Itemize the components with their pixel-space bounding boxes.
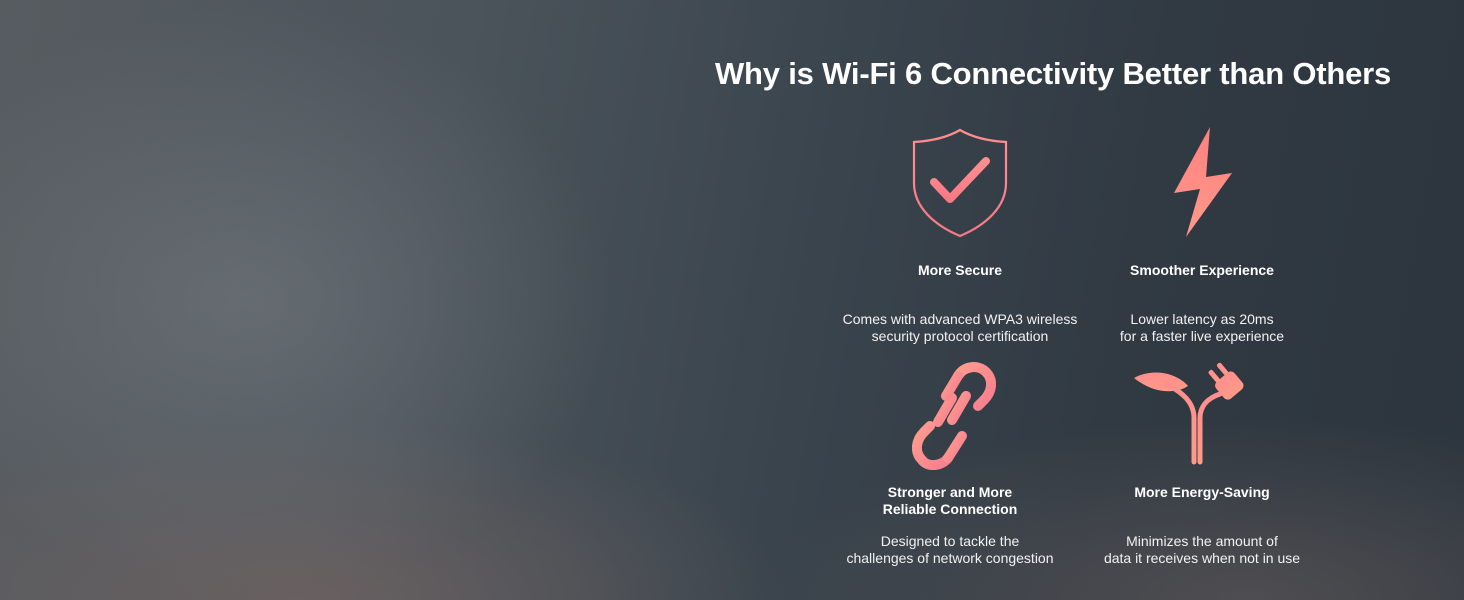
feature-smoother-experience: Smoother Experience Lower latency as 20m… xyxy=(1072,125,1332,350)
feature-title: More Secure xyxy=(917,262,1003,278)
feature-reliable-connection: Stronger and More Reliable Connection De… xyxy=(820,360,1080,585)
leaf-plug-icon xyxy=(1134,362,1244,465)
chain-link-icon xyxy=(912,362,996,470)
feature-more-secure: More Secure Comes with advanced WPA3 wir… xyxy=(830,125,1090,350)
feature-title: Smoother Experience xyxy=(1130,262,1274,278)
feature-title: More Energy-Saving xyxy=(1134,484,1270,500)
feature-energy-saving: More Energy-Saving Minimizes the amount … xyxy=(1072,360,1332,585)
shield-check-icon xyxy=(912,128,1008,238)
feature-description: Minimizes the amount of data it receives… xyxy=(1103,533,1301,566)
feature-description: Designed to tackle the challenges of net… xyxy=(846,533,1054,566)
lightning-bolt-icon xyxy=(1174,127,1232,237)
feature-title: Stronger and More Reliable Connection xyxy=(882,484,1018,517)
feature-description: Comes with advanced WPA3 wireless securi… xyxy=(842,311,1078,344)
feature-description: Lower latency as 20ms for a faster live … xyxy=(1119,311,1285,344)
page-title: Why is Wi-Fi 6 Connectivity Better than … xyxy=(715,56,1392,91)
